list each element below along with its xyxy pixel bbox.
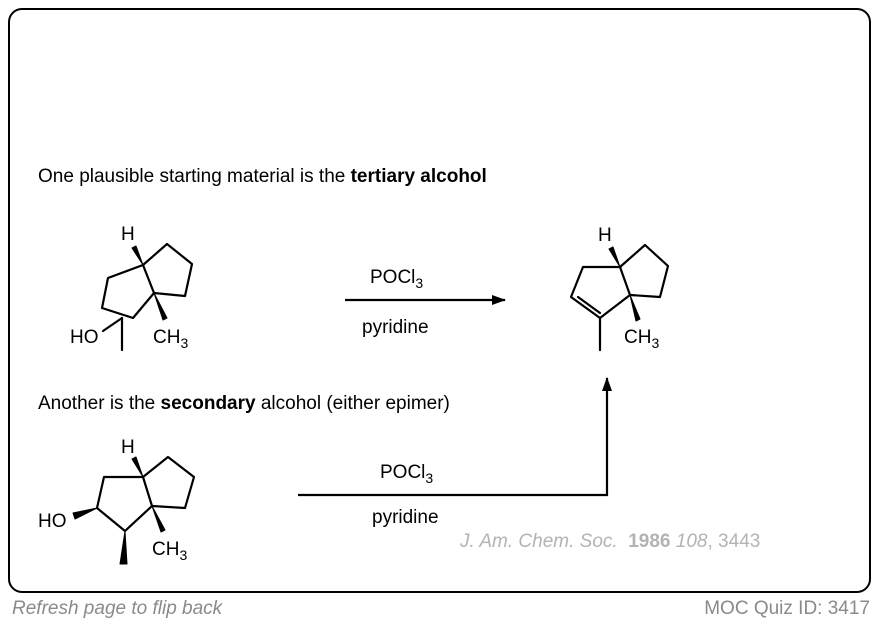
tertiary-ch3-subscript: 3 xyxy=(180,335,188,351)
quiz-id: MOC Quiz ID: 3417 xyxy=(704,598,870,619)
tertiary-left-ring xyxy=(100,263,156,320)
citation-year: 1986 xyxy=(628,531,671,552)
tertiary-ch3-main: CH xyxy=(153,327,180,348)
top-solvent-label: pyridine xyxy=(362,317,429,338)
product-left-ring xyxy=(569,265,632,320)
top-reagent-main: POCl xyxy=(370,267,415,288)
secondary-right-ring xyxy=(141,455,196,510)
intro-line1-text: One plausible starting material is the xyxy=(38,166,351,187)
bottom-solvent-label: pyridine xyxy=(372,507,439,528)
product-h-label: H xyxy=(598,225,612,246)
product-ch3-label: CH3 xyxy=(624,327,659,351)
secondary-ch3-main: CH xyxy=(152,539,179,560)
secondary-h-wedge xyxy=(131,456,144,478)
secondary-oh-wedge xyxy=(72,507,98,520)
refresh-hint: Refresh page to flip back xyxy=(12,598,223,619)
bottom-reagent-main: POCl xyxy=(380,462,425,483)
product-ch3-subscript: 3 xyxy=(651,335,659,351)
tertiary-ch3-wedge xyxy=(153,292,168,321)
product-right-ring xyxy=(618,243,670,299)
tertiary-alcohol-structure xyxy=(100,242,194,352)
intro-line2-suffix: alcohol (either epimer) xyxy=(255,393,450,414)
top-reagent-subscript: 3 xyxy=(415,275,423,291)
citation-volume: 108 xyxy=(675,531,708,552)
secondary-ch3-subscript: 3 xyxy=(179,547,187,563)
product-ch3-wedge xyxy=(629,294,641,322)
secondary-left-ring xyxy=(95,475,154,533)
secondary-ch3-label: CH3 xyxy=(152,539,187,563)
intro-line2-text: Another is the xyxy=(38,393,161,414)
product-ch3-main: CH xyxy=(624,327,651,348)
secondary-h-label: H xyxy=(121,437,135,458)
intro-line-secondary: Another is the secondary alcohol (either… xyxy=(38,393,450,415)
tertiary-h-label: H xyxy=(121,224,135,245)
journal-citation: J. Am. Chem. Soc. 1986 108, 3443 xyxy=(460,531,760,553)
secondary-methyl-wedge xyxy=(119,530,128,565)
tertiary-ho-label: HO xyxy=(70,327,99,348)
product-h-wedge xyxy=(608,246,621,268)
citation-page: , 3443 xyxy=(707,531,761,552)
tertiary-h-wedge xyxy=(131,245,144,266)
tertiary-oh-bond xyxy=(101,316,124,333)
bottom-reagent-label: POCl3 xyxy=(380,462,433,486)
secondary-alcohol-structure xyxy=(72,455,196,565)
secondary-emphasis: secondary xyxy=(160,393,256,414)
tertiary-alcohol-emphasis: tertiary alcohol xyxy=(350,166,487,187)
tertiary-ch3-label: CH3 xyxy=(153,327,188,351)
bottom-reaction-arrow xyxy=(298,377,612,497)
alkene-product-structure xyxy=(569,243,670,352)
tertiary-right-ring xyxy=(141,242,194,298)
secondary-ch3-wedge xyxy=(151,505,166,533)
top-reagent-label: POCl3 xyxy=(370,267,423,291)
intro-line-tertiary: One plausible starting material is the t… xyxy=(38,166,487,188)
secondary-ho-label: HO xyxy=(38,511,67,532)
product-double-bond xyxy=(576,295,602,315)
bottom-reagent-subscript: 3 xyxy=(425,470,433,486)
citation-journal: J. Am. Chem. Soc. xyxy=(460,531,618,552)
